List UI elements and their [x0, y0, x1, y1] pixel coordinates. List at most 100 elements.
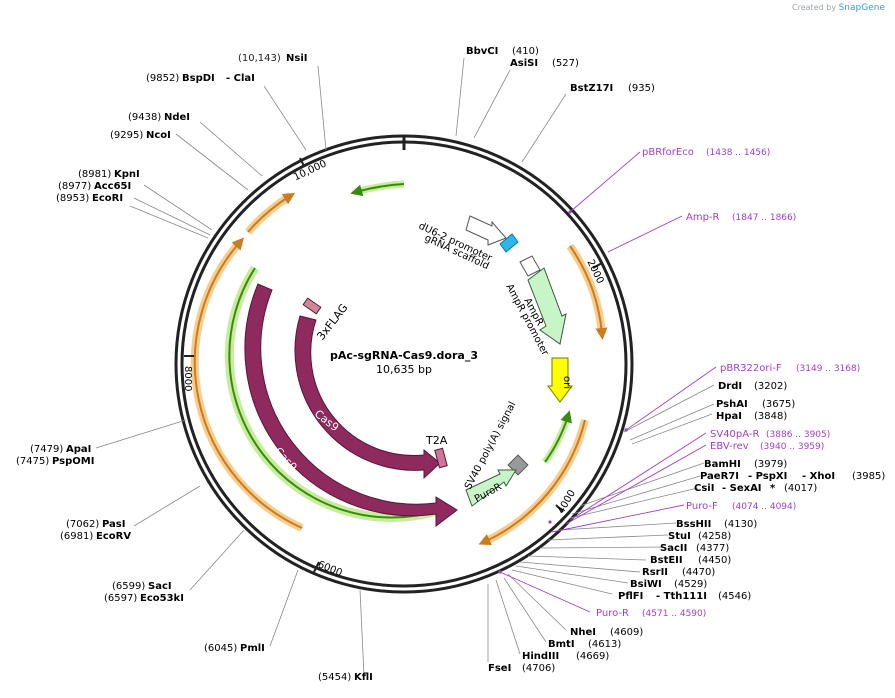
- site-pos-bstz17i: (935): [628, 83, 655, 94]
- cas9-arrow-inner: [294, 315, 441, 480]
- site-pos-bspdi: (9852): [146, 73, 179, 84]
- plasmid-name: pAc-sgRNA-Cas9.dora_3: [330, 349, 478, 362]
- plasmid-size: 10,635 bp: [376, 363, 432, 376]
- site-pos-asisi: (527): [552, 58, 579, 69]
- primer-site-markers: [498, 210, 628, 574]
- primer-leader-lines: [499, 151, 717, 613]
- puror-arrow: [465, 469, 517, 507]
- site-pos-nsii: (10,143): [238, 53, 281, 64]
- primer-name-pbr322ori: pBR322ori-F: [720, 363, 782, 374]
- site-pos-csii: (4017): [784, 483, 817, 494]
- site-name-ecorv: EcoRV: [96, 531, 131, 542]
- site-pos-ndei: (9438): [128, 112, 161, 123]
- site-pos-kpni: (8981): [78, 169, 111, 180]
- site-pos-pasi: (7062): [66, 519, 99, 530]
- site-name-hpai: HpaI: [716, 411, 742, 422]
- ori-label: ori: [561, 376, 572, 389]
- site-pos-bsiwi: (4529): [674, 579, 707, 590]
- site-name-bstz17i: BstZ17I: [570, 83, 613, 94]
- primer-range-ebv-rev: (3940 .. 3959): [760, 442, 824, 452]
- site-pos-bmti: (4613): [588, 639, 621, 650]
- site-pos-bsshii: (4130): [724, 519, 757, 530]
- site-name-nsii: NsiI: [286, 53, 307, 64]
- site-pos-acc65i: (8977): [58, 181, 91, 192]
- site-name-saci: SacI: [148, 581, 172, 592]
- site-name-drdi: DrdI: [718, 381, 742, 392]
- site-name-tth111i: - Tth111I: [656, 591, 707, 602]
- site-pos-ecorv: (6981): [60, 531, 93, 542]
- site-name-kpni: KpnI: [114, 169, 140, 180]
- site-pos-bbvci: (410): [512, 46, 539, 57]
- site-pos-drdi: (3202): [754, 381, 787, 392]
- ori-arrow: [547, 357, 573, 403]
- primer-name-ampr: Amp-R: [686, 212, 720, 223]
- green-arc-right: [542, 414, 572, 465]
- flag-tag-marker: [302, 297, 322, 315]
- site-name-pshai: PshAI: [716, 399, 748, 410]
- site-name-pspxi: - PspXI: [748, 471, 787, 482]
- site-pos-kfli: (5454): [318, 672, 351, 683]
- green-feature-arcs: [224, 180, 572, 522]
- cas9-arrow-outer: [244, 283, 458, 528]
- primer-range-pbrforeco: (1438 .. 1456): [706, 148, 770, 158]
- site-name-eco53ki: Eco53kI: [140, 593, 184, 604]
- tick-8000: 8000: [182, 366, 193, 391]
- site-pos-ncoi: (9295): [110, 130, 143, 141]
- site-name-apai: ApaI: [66, 444, 91, 455]
- ampr-arrow: [527, 267, 567, 345]
- primer-labels: pBRforEco (1438 .. 1456) Amp-R (1847 .. …: [596, 147, 860, 619]
- credit-text: Created by: [792, 3, 837, 12]
- site-name-hindiii: HindIII: [522, 651, 559, 662]
- site-name-clai: - ClaI: [226, 73, 255, 84]
- site-name-pflfi: PflFI: [618, 591, 643, 602]
- tick-4000: 4000: [556, 488, 578, 516]
- top-site-labels: BbvCI (410) AsiSI (527) BstZ17I (935): [466, 46, 655, 94]
- site-name-pspomi: PspOMI: [52, 456, 94, 467]
- primer-range-puro-f: (4074 .. 4094): [732, 502, 796, 512]
- primer-name-sv40pa-r: SV40pA-R: [710, 429, 759, 440]
- site-pos-apai: (7479): [30, 444, 63, 455]
- snapgene-credit: Created by SnapGene: [792, 3, 885, 13]
- site-name-stui: StuI: [668, 531, 691, 542]
- site-name-fsei: FseI: [488, 663, 511, 674]
- snapgene-logo-text: SnapGene: [838, 3, 885, 13]
- site-pos-hindiii: (4669): [576, 651, 609, 662]
- site-name-rsrii: RsrII: [642, 567, 668, 578]
- site-pos-eco53ki: (6597): [104, 593, 137, 604]
- site-pos-pmli: (6045): [204, 643, 237, 654]
- site-pos-hpai: (3848): [754, 411, 787, 422]
- leader-lines: [95, 57, 715, 677]
- site-name-csii: CsiI: [694, 483, 714, 494]
- site-pos-sacii: (4377): [696, 543, 729, 554]
- site-name-sacii: SacII: [660, 543, 687, 554]
- site-pos-paer7i: (3985): [852, 471, 885, 482]
- site-name-bsteii: BstEII: [650, 555, 683, 566]
- orange-feature-arcs: [190, 192, 608, 546]
- ampr-promoter-arrow: [519, 255, 541, 277]
- primer-range-pbr322ori: (3149 .. 3168): [796, 364, 860, 374]
- orange-arc-right: [566, 243, 606, 335]
- right-site-labels: DrdI (3202) PshAI (3675) HpaI (3848) Bam…: [488, 381, 885, 674]
- site-pos-rsrii: (4470): [682, 567, 715, 578]
- site-name-sexai: - SexAI: [722, 483, 762, 494]
- site-name-ecori: EcoRI: [92, 193, 123, 204]
- site-name-pmli: PmlI: [240, 643, 265, 654]
- primer-range-puro-r: (4571 .. 4590): [642, 609, 706, 619]
- site-pos-ecori: (8953): [56, 193, 89, 204]
- site-pos-pflfi: (4546): [718, 591, 751, 602]
- site-name-bsshii: BssHII: [676, 519, 711, 530]
- site-name-pasi: PasI: [102, 519, 125, 530]
- site-name-bmti: BmtI: [548, 639, 575, 650]
- site-pos-pspomi: (7475): [16, 456, 49, 467]
- site-pos-saci: (6599): [112, 581, 145, 592]
- site-name-kfli: KflI: [354, 672, 373, 683]
- u6-promoter-arrow: [465, 215, 507, 246]
- primer-name-puro-r: Puro-R: [596, 608, 629, 619]
- primer-range-sv40pa-r: (3886 .. 3905): [766, 430, 830, 440]
- site-name-bsiwi: BsiWI: [630, 579, 662, 590]
- site-pos-bamhi: (3979): [754, 459, 787, 470]
- site-star: *: [770, 483, 776, 494]
- site-pos-pshai: (3675): [762, 399, 795, 410]
- t2a-label: T2A: [425, 434, 448, 447]
